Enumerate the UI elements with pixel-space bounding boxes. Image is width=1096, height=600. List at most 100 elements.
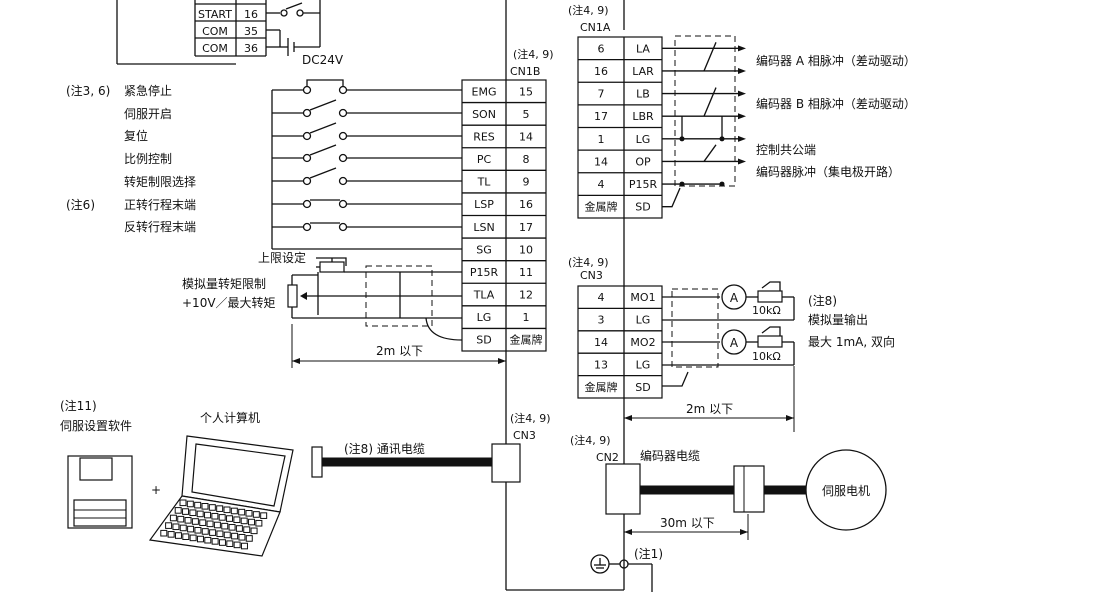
cn1b-pin-1: 5 <box>523 108 530 121</box>
cn1b-note: (注4, 9) <box>513 47 554 61</box>
meter-1-symbol: A <box>730 291 739 305</box>
cn3-pc-note: (注4, 9) <box>510 411 551 425</box>
ground-note: (注1) <box>634 546 663 561</box>
note-6: (注6) <box>66 197 95 212</box>
resistor-1-label: 10kΩ <box>752 304 781 317</box>
cn1b-signal-2: RES <box>473 130 495 143</box>
cn3-output-range-label: 最大 1mA, 双向 <box>808 334 895 349</box>
cn3-pin-3: 13 <box>594 358 608 371</box>
cn1b-signal-11: SD <box>476 334 491 347</box>
cn1b-signal-6: LSN <box>473 221 494 234</box>
cn3-note-8: (注8) <box>808 293 837 308</box>
encoder-length-label: 30m 以下 <box>660 516 715 530</box>
cn1a-pin-7: 金属牌 <box>585 200 618 214</box>
plus-sign: + <box>151 483 161 497</box>
cn1a-signal-7: SD <box>635 201 650 214</box>
cn1a-pin-0: 6 <box>598 42 605 55</box>
cn1b-signal-1: SON <box>472 108 496 121</box>
cn1a-pin-4: 1 <box>598 133 605 146</box>
cn1a-signal-1: LAR <box>632 65 654 78</box>
upper-limit-label: 上限设定 <box>258 250 306 265</box>
cn3-pin-2: 14 <box>594 336 608 349</box>
cn2-note: (注4, 9) <box>570 433 611 447</box>
pc-section: (注11) 伺服设置软件 个人计算机 + (注8) 通讯电缆 (注4, 9) C… <box>60 398 551 557</box>
cn1a-signal-3: LBR <box>632 110 654 123</box>
cn3-signal-0: MO1 <box>630 291 655 304</box>
cn1a-label-common: 控制共公端 <box>756 143 816 157</box>
cn3-signal-2: MO2 <box>630 336 655 349</box>
input-switches <box>271 79 462 250</box>
cn1a-note: (注4, 9) <box>568 3 609 17</box>
laptop-icon <box>148 435 294 557</box>
cn1b-signal-10: LG <box>477 311 492 324</box>
cn3-note: (注4, 9) <box>568 255 609 269</box>
dc24v-label: DC24V <box>302 53 344 67</box>
tl-row-0-pin: 16 <box>244 8 258 21</box>
cn1b-pin-8: 11 <box>519 266 533 279</box>
servo-software-label: 伺服设置软件 <box>60 419 132 433</box>
cn1b-pin-5: 16 <box>519 198 533 211</box>
label-proportional: 比例控制 <box>124 152 172 166</box>
cn1b-pin-4: 9 <box>523 176 530 189</box>
cn2-title: CN2 <box>596 451 619 464</box>
cn3-pc-title: CN3 <box>513 429 536 442</box>
cn1b-signal-7: SG <box>476 243 492 256</box>
cn3-pin-1: 3 <box>598 314 605 327</box>
cn1b-title: CN1B <box>510 65 540 78</box>
analog-torque-range: +10V／最大转矩 <box>182 295 276 310</box>
cn1a-signal-0: LA <box>636 42 650 55</box>
servo-motor-label: 伺服电机 <box>822 484 870 498</box>
analog-torque-label: 模拟量转矩限制 <box>182 276 266 291</box>
cn1b-signal-9: TLA <box>473 289 495 302</box>
cn3-pin-4: 金属牌 <box>585 380 618 394</box>
personal-computer-label: 个人计算机 <box>200 410 260 425</box>
cn1a-label-open-collector: 编码器脉冲（集电极开路） <box>756 164 900 179</box>
analog-input-circuit: 上限设定 模拟量转矩限制 +10V／最大转矩 2m 以下 <box>182 250 506 368</box>
cn1a-pin-3: 17 <box>594 110 608 123</box>
label-torque-limit-select: 转矩制限选择 <box>124 174 196 189</box>
label-forward-stroke-end: 正转行程末端 <box>124 197 196 212</box>
cn3-signal-3: LG <box>636 358 651 371</box>
cn1a-pin-1: 16 <box>594 65 608 78</box>
cn1a-pin-6: 4 <box>598 178 605 191</box>
cn3-analog-output-label: 模拟量输出 <box>808 312 868 327</box>
cn1b-signal-4: TL <box>477 176 492 189</box>
resistor-2-label: 10kΩ <box>752 350 781 363</box>
cn3-title: CN3 <box>580 269 603 282</box>
cn1a-signal-2: LB <box>636 88 650 101</box>
cn1b-pin-3: 8 <box>523 153 530 166</box>
label-emergency-stop: 紧急停止 <box>124 83 172 98</box>
cn3-length-label: 2m 以下 <box>686 402 733 416</box>
cn1a-signal-6: P15R <box>629 178 658 191</box>
encoder-cable-label: 编码器电缆 <box>640 448 700 463</box>
cn1a-pin-5: 14 <box>594 155 608 168</box>
cn1b-signal-3: PC <box>477 153 492 166</box>
cn1a-label-a-phase: 编码器 A 相脉冲（差动驱动） <box>756 53 916 68</box>
top-left-block: START 16 COM 35 COM 36 DC24V <box>116 0 344 67</box>
cn1a-signal-4: LG <box>636 133 651 146</box>
cn1b-signal-8: P15R <box>470 266 499 279</box>
cn3-signal-4: SD <box>635 381 650 394</box>
label-reset: 复位 <box>124 128 148 143</box>
floppy-disk-icon <box>67 455 133 529</box>
tl-row-1-name: COM <box>202 25 228 38</box>
input-labels: (注3, 6) 紧急停止 伺服开启 复位 比例控制 转矩制限选择 (注6) 正转… <box>66 83 196 234</box>
cn3-pin-0: 4 <box>598 291 605 304</box>
comm-cable-label: (注8) 通讯电缆 <box>344 441 425 456</box>
encoder-section: (注4, 9) CN2 编码器电缆 伺服电机 30m 以下 (注1) <box>570 433 887 592</box>
cn1b-pin-2: 14 <box>519 130 533 143</box>
cn1b-pin-10: 1 <box>523 311 530 324</box>
cn1b-pin-7: 10 <box>519 243 533 256</box>
label-reverse-stroke-end: 反转行程末端 <box>124 219 196 234</box>
note-11: (注11) <box>60 398 97 413</box>
cn3-signal-1: LG <box>636 314 651 327</box>
cn1a-signal-5: OP <box>635 155 651 168</box>
cn1b-signal-5: LSP <box>474 198 494 211</box>
cn1a-title: CN1A <box>580 21 611 34</box>
cn1a-label-b-phase: 编码器 B 相脉冲（差动驱动） <box>756 96 916 111</box>
cn1b-pin-0: 15 <box>519 85 533 98</box>
